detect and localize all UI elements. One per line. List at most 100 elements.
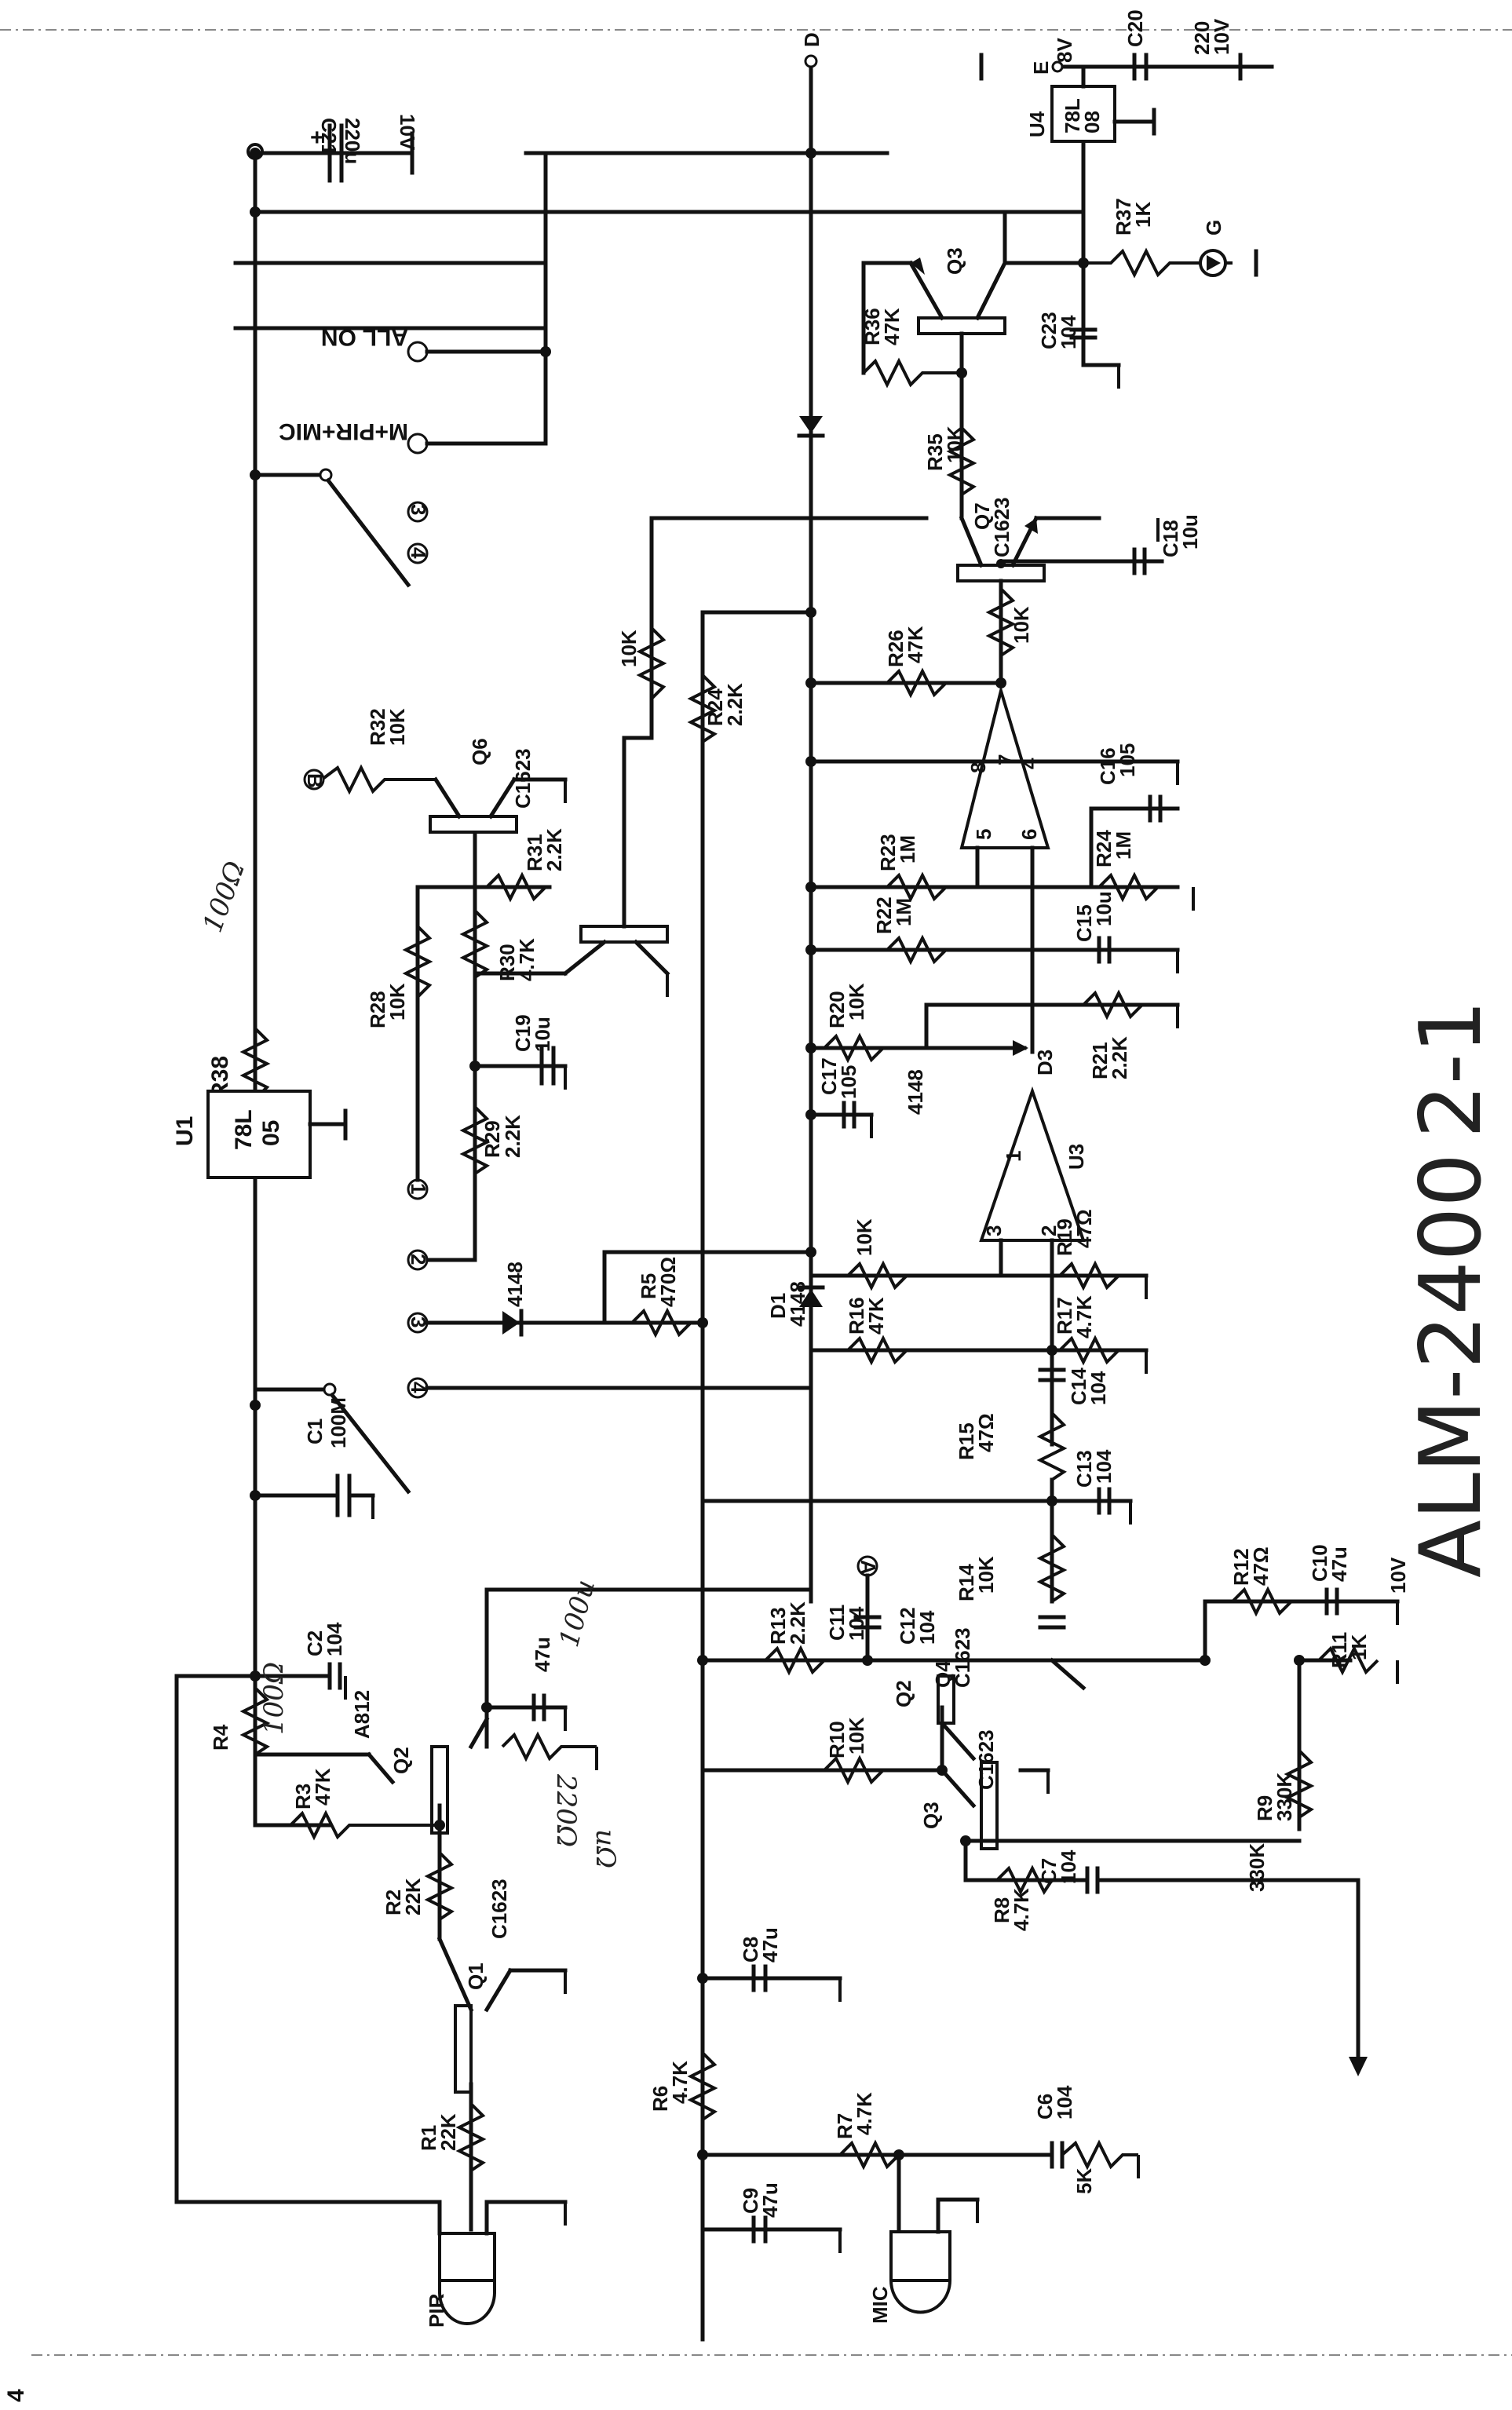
r29-label: R29 [480, 1120, 504, 1158]
c7-label: C7 [1037, 1858, 1061, 1884]
r23-label: R23 [876, 834, 900, 871]
pot-value: 5K [1072, 2168, 1096, 2194]
r17-label: R17 [1053, 1297, 1076, 1335]
c14-label: C14 [1067, 1367, 1090, 1405]
svg-text:4: 4 [407, 1382, 430, 1393]
svg-text:3: 3 [982, 1225, 1006, 1236]
r8-value: 4.7K [1010, 1888, 1033, 1931]
c6-label: C6 [1033, 2094, 1057, 2120]
r21-label: R21 [1088, 1042, 1112, 1079]
mode-2-marker [407, 433, 429, 455]
r35-value: 10K [943, 425, 966, 463]
r6-value: 4.7K [668, 2061, 692, 2104]
c12-label: C12 [896, 1607, 919, 1645]
sheet-number: 2-1 [1402, 1000, 1500, 1138]
svg-text:2: 2 [407, 1254, 430, 1265]
rq7-value: 10K [1010, 606, 1033, 644]
r24a-label: R24 [703, 688, 727, 726]
c9-label: C9 [739, 2188, 762, 2214]
u4-line2: 08 [1080, 111, 1104, 133]
d1-value: 4148 [786, 1281, 809, 1327]
r11-label: R11 [1328, 1632, 1351, 1668]
c21-value: 220u [341, 118, 364, 164]
c19-label: C19 [511, 1014, 535, 1052]
r11-value: 1K [1347, 1634, 1371, 1660]
r13-label: R13 [766, 1607, 790, 1645]
c20-label: C20 [1123, 9, 1147, 47]
c11-value: 104 [845, 1606, 868, 1641]
c2-label: C2 [303, 1630, 327, 1656]
r36-label: R36 [860, 308, 884, 345]
r10-value: 10K [845, 1717, 868, 1755]
r23-value: 1M [896, 835, 919, 864]
r12-value: 47Ω [1249, 1546, 1273, 1586]
ground-symbol [339, 131, 415, 175]
c10-rating: 10V [1386, 1557, 1410, 1594]
r35-label: R35 [923, 433, 947, 471]
rail-diode [799, 416, 823, 433]
q2-label: Q2 [389, 1747, 413, 1774]
c15-label: C15 [1072, 904, 1096, 942]
r5-value: 470Ω [656, 1257, 680, 1307]
c1-value: 100M [327, 1397, 350, 1448]
mode-m-pir-mic-label: M+PIR+MIC [279, 418, 408, 444]
mic-sensor [889, 2197, 980, 2314]
c15-value: 10u [1092, 891, 1116, 926]
q2-type: A812 [350, 1690, 374, 1739]
u4-regulator [1050, 85, 1116, 143]
r24b-value: 1M [1112, 831, 1135, 860]
c18-label: C18 [1159, 520, 1182, 557]
terminal-E [1051, 60, 1064, 73]
c20-rating: 10V [1210, 18, 1233, 55]
r1-label: R1 [417, 2125, 440, 2151]
c18-value: 10u [1178, 514, 1202, 550]
r7-value: 4.7K [853, 2092, 876, 2135]
q4-type: C1623 [951, 1627, 974, 1688]
r2-value: 22K [401, 1878, 425, 1915]
mode-switch-top-wiper[interactable] [325, 477, 411, 588]
c14-value: 104 [1087, 1371, 1110, 1405]
r26-label: R26 [884, 630, 908, 667]
r14-value: 10K [974, 1556, 998, 1594]
svg-text:4: 4 [407, 547, 430, 559]
mic-label: MIC [868, 2286, 892, 2324]
led-G-label: G [1202, 220, 1225, 236]
page-marker: 4 [3, 2389, 29, 2402]
d3-label: D3 [1033, 1050, 1057, 1075]
q3-transistor [980, 1761, 999, 1850]
c23-value: 104 [1057, 315, 1080, 349]
c19-value: 10u [531, 1017, 554, 1052]
c17-label: C17 [817, 1057, 841, 1095]
r28-value: 10K [385, 983, 409, 1021]
junction-dots [250, 148, 261, 1682]
r19-value: 47Ω [1072, 1209, 1096, 1248]
c16-value: 105 [1116, 743, 1139, 777]
rq5-value: 10K [617, 630, 641, 667]
r36-value: 47K [880, 308, 904, 345]
mu-handwritten: uΩ [590, 1829, 621, 1868]
u1-line1: 78L [231, 1109, 257, 1150]
svg-text:E: E [1029, 61, 1053, 75]
cq2-handwritten-value: 100u [553, 1576, 601, 1650]
r1-value: 22K [436, 2113, 460, 2151]
c1-label: C1 [303, 1419, 327, 1444]
u4-line1: 78L [1061, 98, 1084, 133]
mode-switch-bottom-wiper[interactable] [329, 1392, 411, 1495]
mode-1-marker [407, 341, 429, 363]
r37-value: 1K [1131, 202, 1155, 228]
u4-ref: U4 [1025, 111, 1049, 137]
c23-label: C23 [1037, 312, 1061, 349]
ground-symbols [344, 365, 1399, 2253]
r14-label: R14 [955, 1564, 978, 1601]
pot-5k[interactable] [1061, 2139, 1138, 2171]
r22-value: 1M [892, 898, 915, 926]
drawing-title: ALM-2400 [1402, 1153, 1500, 1578]
q4-label: Q4 [931, 1660, 955, 1688]
c21-rating: 10V [396, 114, 419, 151]
r37-label: R37 [1112, 198, 1135, 236]
terminal-D-label: D [800, 32, 824, 47]
r32-value: 10K [385, 708, 409, 746]
svg-text:6: 6 [1017, 829, 1041, 840]
c2-value: 104 [323, 1622, 346, 1656]
